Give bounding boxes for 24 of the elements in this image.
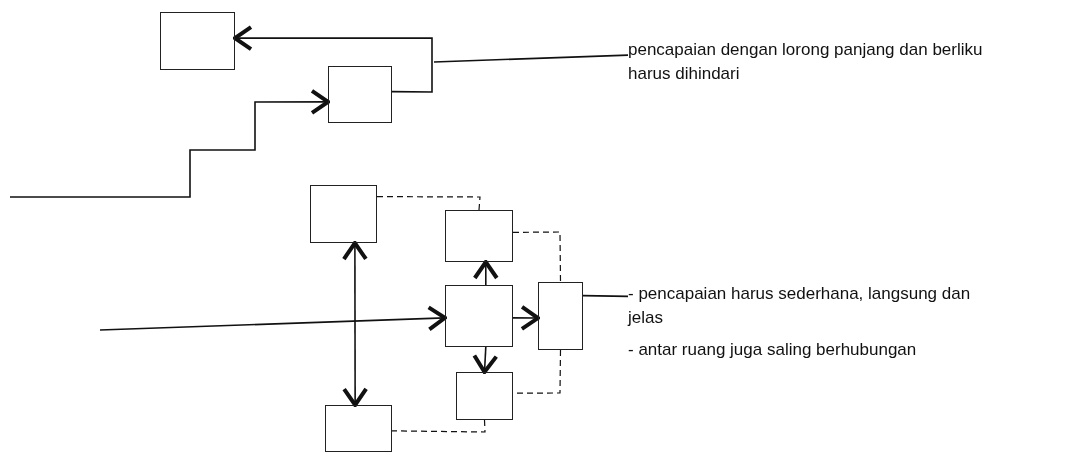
arrow <box>341 241 368 323</box>
room-box <box>160 12 235 70</box>
dashed-connector <box>512 231 562 283</box>
arrow <box>99 305 447 332</box>
leader-line <box>582 294 629 298</box>
note-text: pencapaian dengan lorong panjang dan berliku harus dihindari <box>628 38 988 86</box>
arrow <box>472 346 499 374</box>
room-box <box>310 185 377 243</box>
room-box <box>538 282 583 350</box>
arrow <box>233 25 433 93</box>
arrow <box>512 304 540 331</box>
room-box <box>325 405 392 452</box>
room-box <box>328 66 392 123</box>
arrow <box>9 88 330 198</box>
leader-line <box>433 54 629 63</box>
note-text: - antar ruang juga saling berhubungan <box>628 339 918 361</box>
room-box <box>445 210 513 262</box>
note-text: - pencapaian harus sederhana, langsung dan jelas <box>628 283 972 329</box>
arrow <box>342 321 369 407</box>
dashed-connector <box>391 419 486 433</box>
room-box <box>445 285 513 347</box>
room-box <box>456 372 513 420</box>
arrow <box>472 260 499 286</box>
dashed-connector <box>376 196 481 211</box>
